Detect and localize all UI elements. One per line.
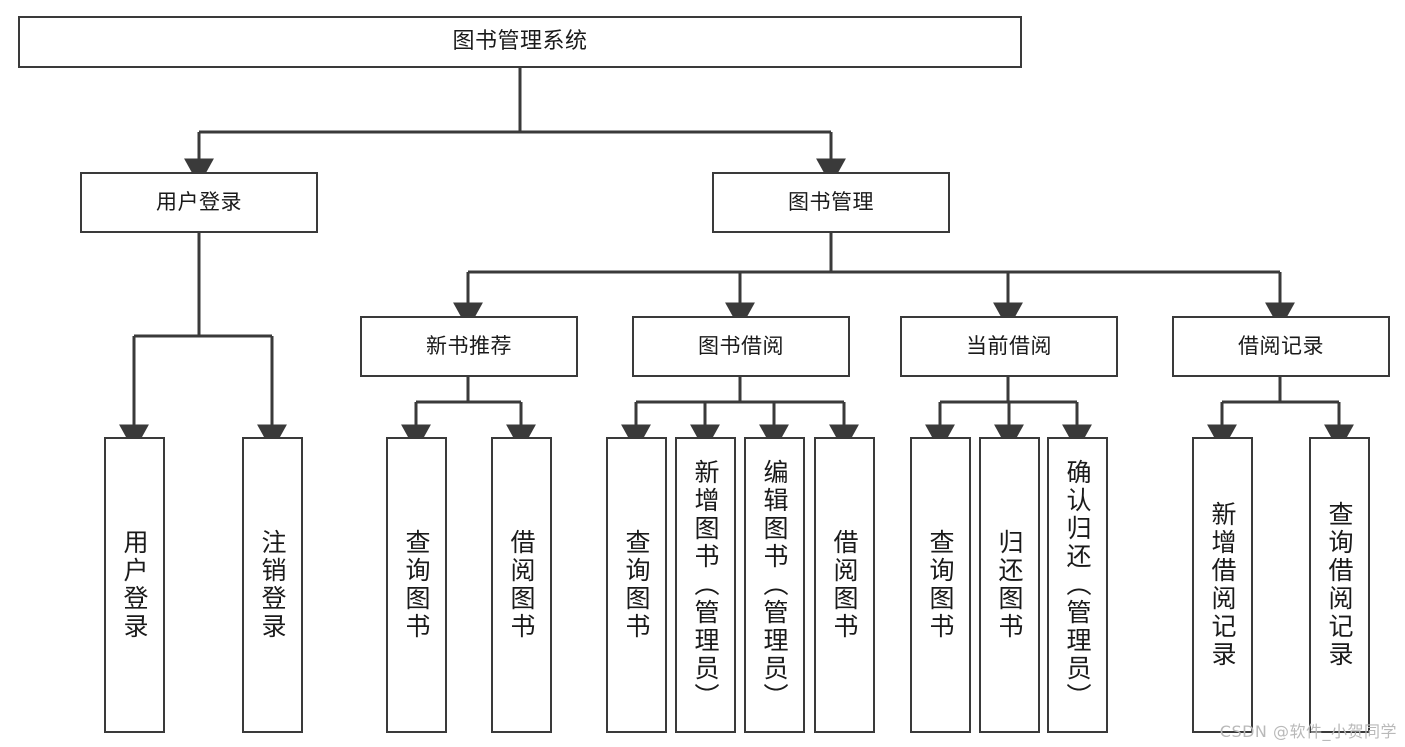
node-leaf-query-record[interactable]: 查询借阅记录 bbox=[1309, 437, 1370, 733]
node-label: 注销登录 bbox=[258, 529, 287, 641]
node-leaf-query-book-1[interactable]: 查询图书 bbox=[386, 437, 447, 733]
node-leaf-query-book-3[interactable]: 查询图书 bbox=[910, 437, 971, 733]
node-label: 新书推荐 bbox=[426, 334, 512, 359]
node-leaf-add-record[interactable]: 新增借阅记录 bbox=[1192, 437, 1253, 733]
node-label: 借阅图书 bbox=[830, 529, 859, 641]
watermark: CSDN @软件_小贺同学 bbox=[1219, 722, 1397, 741]
node-label: 用户登录 bbox=[156, 190, 242, 215]
node-label: 查询图书 bbox=[402, 529, 431, 641]
node-leaf-confirm-return[interactable]: 确认归还（管理员） bbox=[1047, 437, 1108, 733]
node-label: 归还图书 bbox=[995, 529, 1024, 641]
node-leaf-borrow-book-2[interactable]: 借阅图书 bbox=[814, 437, 875, 733]
node-leaf-logout[interactable]: 注销登录 bbox=[242, 437, 303, 733]
node-label: 借阅图书 bbox=[507, 529, 536, 641]
node-new-book-recommend[interactable]: 新书推荐 bbox=[360, 316, 578, 377]
node-user-login[interactable]: 用户登录 bbox=[80, 172, 318, 233]
node-book-borrow[interactable]: 图书借阅 bbox=[632, 316, 850, 377]
node-book-manage[interactable]: 图书管理 bbox=[712, 172, 950, 233]
node-label: 查询图书 bbox=[926, 529, 955, 641]
node-leaf-query-book-2[interactable]: 查询图书 bbox=[606, 437, 667, 733]
node-leaf-return-book[interactable]: 归还图书 bbox=[979, 437, 1040, 733]
node-borrow-record[interactable]: 借阅记录 bbox=[1172, 316, 1390, 377]
node-label: 用户登录 bbox=[120, 529, 149, 641]
node-label: 编辑图书（管理员） bbox=[760, 459, 789, 711]
node-leaf-borrow-book-1[interactable]: 借阅图书 bbox=[491, 437, 552, 733]
node-leaf-add-book[interactable]: 新增图书（管理员） bbox=[675, 437, 736, 733]
node-current-borrow[interactable]: 当前借阅 bbox=[900, 316, 1118, 377]
node-label: 图书借阅 bbox=[698, 334, 784, 359]
node-label: 当前借阅 bbox=[966, 334, 1052, 359]
node-label: 借阅记录 bbox=[1238, 334, 1324, 359]
node-label: 图书管理系统 bbox=[452, 29, 588, 55]
node-leaf-edit-book[interactable]: 编辑图书（管理员） bbox=[744, 437, 805, 733]
node-label: 查询借阅记录 bbox=[1325, 501, 1354, 669]
node-leaf-user-login[interactable]: 用户登录 bbox=[104, 437, 165, 733]
node-root-system[interactable]: 图书管理系统 bbox=[18, 16, 1022, 68]
node-label: 图书管理 bbox=[788, 190, 874, 215]
node-label: 新增图书（管理员） bbox=[691, 459, 720, 711]
node-label: 查询图书 bbox=[622, 529, 651, 641]
node-label: 确认归还（管理员） bbox=[1063, 459, 1092, 711]
node-label: 新增借阅记录 bbox=[1208, 501, 1237, 669]
